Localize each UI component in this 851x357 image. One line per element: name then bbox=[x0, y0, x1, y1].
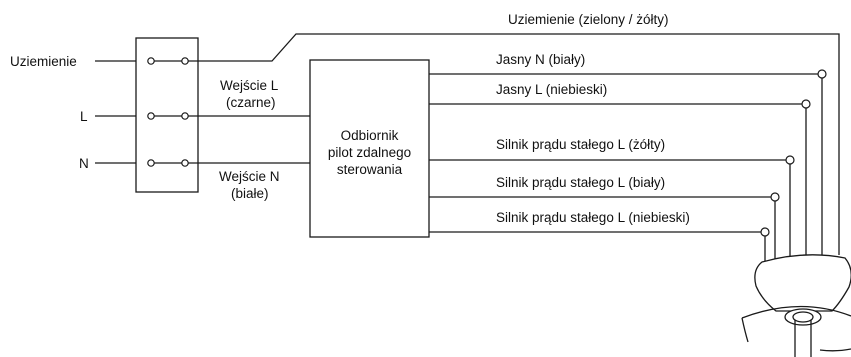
receiver-label-2: pilot zdalnego bbox=[328, 145, 411, 160]
label-n-input: N bbox=[79, 156, 89, 171]
label-input-l-2: (czarne) bbox=[226, 95, 276, 110]
fan-housing bbox=[754, 254, 851, 312]
receiver-label-3: sterowania bbox=[337, 162, 403, 177]
label-l-input: L bbox=[80, 109, 88, 124]
connector-light-n bbox=[817, 69, 827, 79]
label-light-l: Jasny L (niebieski) bbox=[496, 82, 607, 97]
connector-motor-yellow bbox=[785, 155, 795, 165]
connector-light-l bbox=[801, 99, 811, 109]
terminal-l-right bbox=[181, 112, 189, 120]
label-ground-input: Uziemienie bbox=[10, 54, 77, 69]
label-light-n: Jasny N (biały) bbox=[496, 52, 585, 67]
label-motor-blue: Silnik prądu stałego L (niebieski) bbox=[496, 210, 690, 225]
terminal-ground-left bbox=[147, 57, 155, 65]
fan-motor-icon bbox=[741, 254, 851, 357]
label-input-n-2: (białe) bbox=[231, 186, 269, 201]
connector-motor-blue bbox=[760, 227, 770, 237]
label-input-n-1: Wejście N bbox=[219, 169, 280, 184]
wire-motor-white bbox=[429, 196, 776, 264]
wire-ground-out bbox=[188, 33, 840, 255]
fan-canopy-edge bbox=[741, 305, 851, 319]
receiver-box bbox=[309, 59, 430, 238]
fan-blade-right bbox=[819, 348, 851, 352]
label-motor-white: Silnik prądu stałego L (biały) bbox=[496, 175, 665, 190]
terminal-n-left bbox=[147, 159, 155, 167]
connector-motor-white bbox=[770, 192, 780, 202]
terminal-l-left bbox=[147, 112, 155, 120]
receiver-label-1: Odbiornik bbox=[341, 128, 399, 143]
label-motor-yellow: Silnik prądu stałego L (żółty) bbox=[496, 137, 665, 152]
fan-downrod-inner bbox=[792, 311, 814, 323]
terminal-ground-right bbox=[181, 57, 189, 65]
fan-blade-left bbox=[741, 317, 749, 343]
label-ground-output: Uziemienie (zielony / żółty) bbox=[508, 12, 669, 27]
label-input-l-1: Wejście L bbox=[220, 78, 279, 93]
terminal-n-right bbox=[181, 159, 189, 167]
wire-motor-blue bbox=[429, 231, 766, 266]
